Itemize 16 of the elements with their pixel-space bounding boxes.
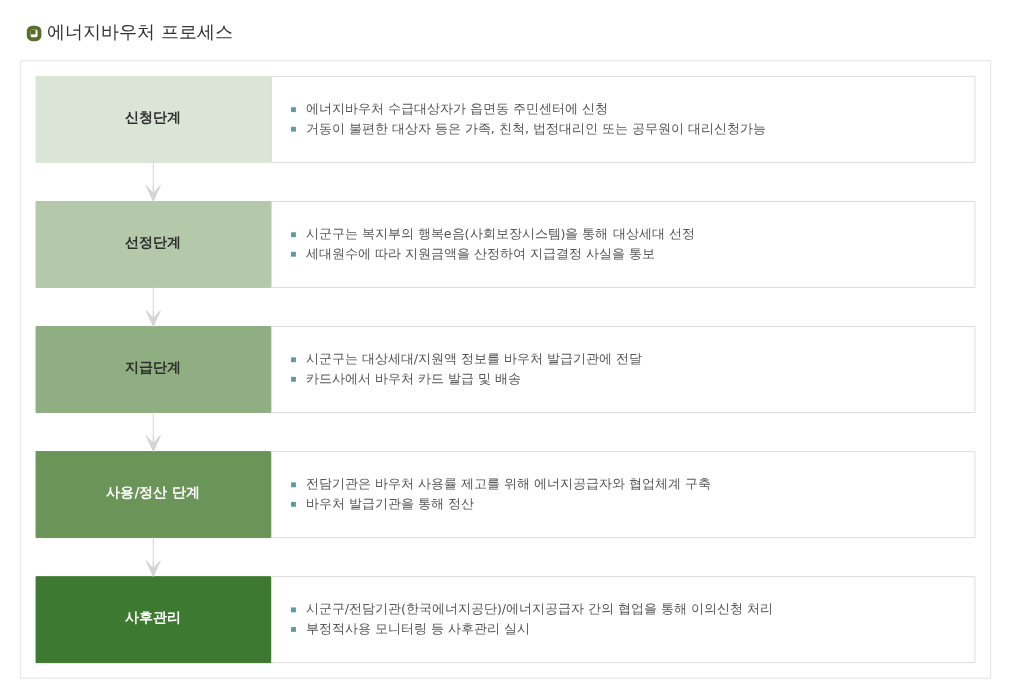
cluster: [19, 60, 992, 679]
node-box: 시군구/전담기관(한국에너지공단)/에너지공급자 간의 협업을 통해 이의신청 처리 부정적사용 모니터링 등 사후관리 실시: [271, 576, 976, 664]
node-box: 시군구는 대상세대/지원액 정보를 바우처 발급기관에 전달 카드사에서 바우처 카드 발급 및 배송: [271, 326, 976, 413]
node-box: 에너지바우처 수급대상자가 읍면동 주민센터에 신청 거동이 불편한 대상자 등은 가족, 친척, 법정대리인 또는 공무원이 대리신청가능: [271, 75, 976, 163]
diagram-title: 에너지바우처 프로세스: [47, 21, 233, 42]
arrow: [145, 287, 161, 327]
node-box: 신청단계: [35, 75, 271, 163]
arrow: [145, 412, 161, 452]
node-box: 시군구는 복지부의 행복e음(사회보장시스템)을 통해 대상세대 선정 세대원수에 따라 지원금액을 산정하여 지급결정 사실을 통보: [271, 201, 976, 288]
node-box: 전담기관은 바우처 사용률 제고를 위해 에너지공급자와 협업체계 구축 바우처 발급기관을 통해 정산: [271, 451, 976, 539]
node-box: 사용/정산 단계: [35, 451, 271, 539]
node-box: 사후관리: [35, 576, 271, 664]
arrow: [145, 161, 161, 202]
arrow: [145, 537, 161, 577]
node-box: 지급단계: [35, 326, 271, 413]
node-box: 선정단계: [35, 201, 271, 288]
